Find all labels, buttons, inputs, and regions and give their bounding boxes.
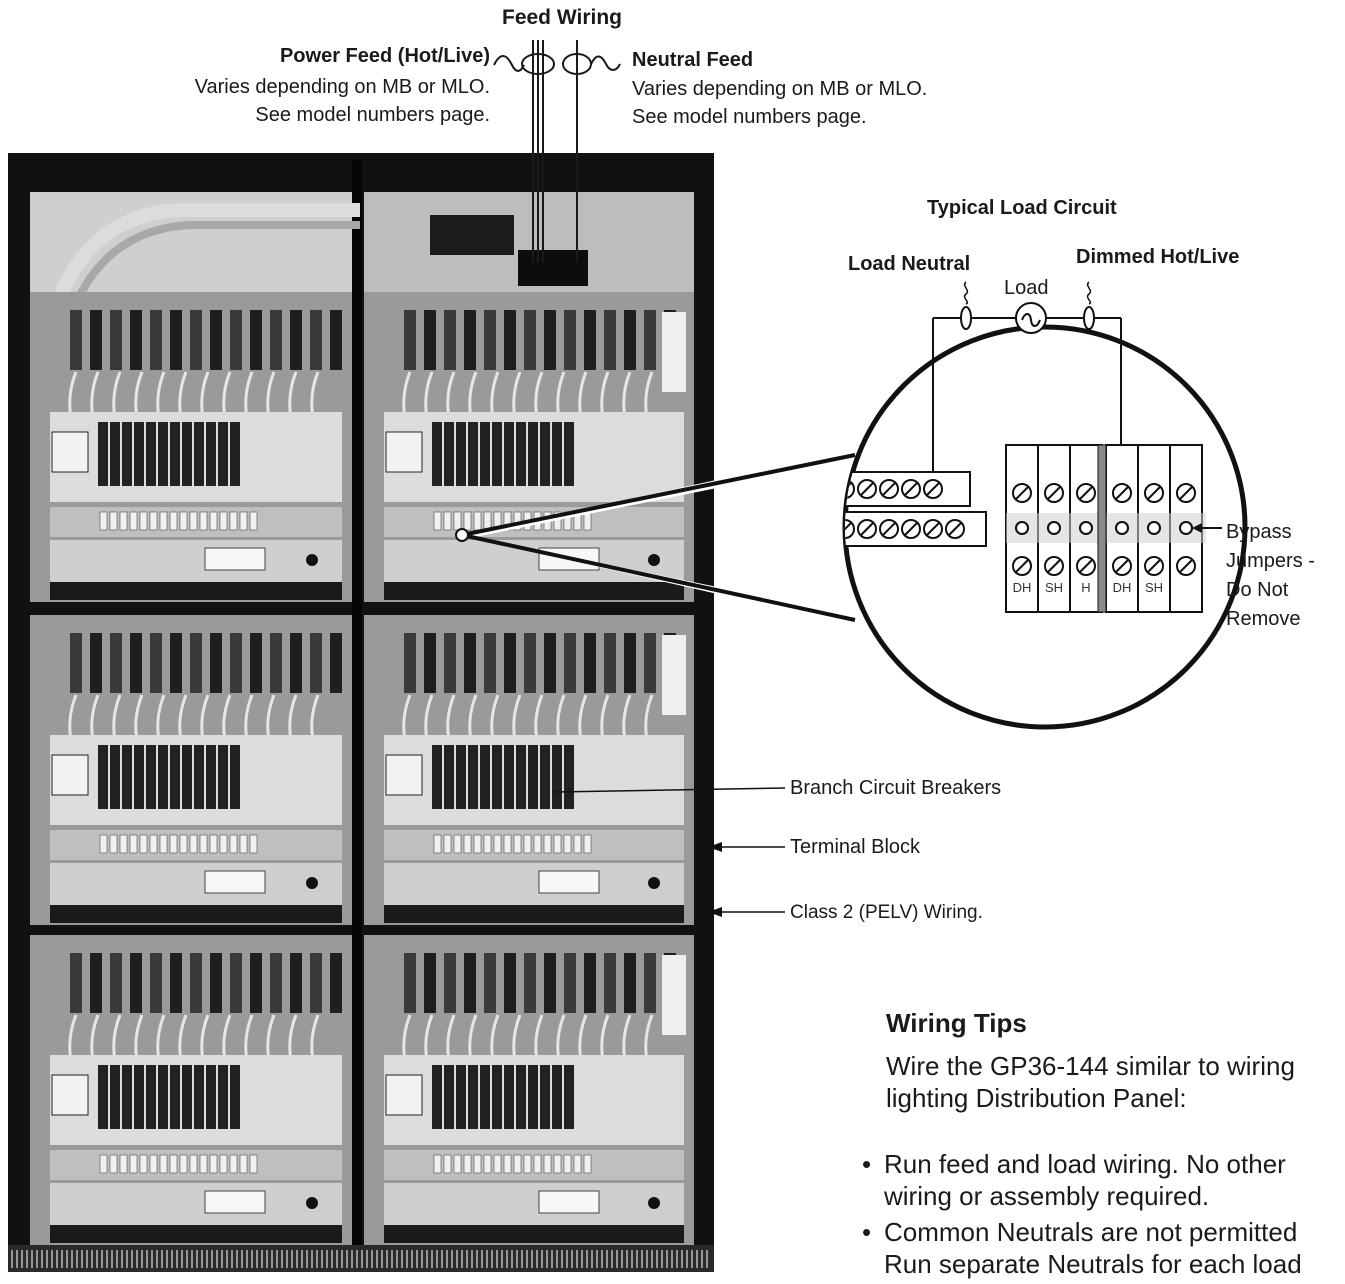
zoom-connector-lines: [455, 450, 856, 625]
bypass-line3: Do Not: [1226, 579, 1289, 601]
power-feed-line1: Varies depending on MB or MLO.: [194, 76, 490, 98]
dimmer-module-2-0: [30, 935, 352, 1245]
dimmer-module-1-0: [30, 615, 352, 925]
callout-leader-lines: [554, 787, 786, 913]
wiring-tips-intro: Wire the GP36-144 similar to wiring ligh…: [886, 1050, 1295, 1114]
terminal-label-1: SH: [1045, 580, 1063, 595]
typical-load-circuit-title: Typical Load Circuit: [927, 197, 1117, 219]
tip-2-line1: Common Neutrals are not permitted: [884, 1217, 1298, 1247]
class2-arrowhead: [708, 907, 722, 917]
terminal-label-2: H: [1081, 580, 1090, 595]
dimmed-hot-label: Dimmed Hot/Live: [1076, 246, 1240, 268]
dimmer-module-1-1: [364, 615, 694, 925]
feed-wires: [493, 40, 621, 262]
tip-item-2: Common Neutrals are not permitted Run se…: [862, 1216, 1302, 1280]
dimmer-module-2-1: [364, 935, 694, 1245]
tip-1-line2: wiring or assembly required.: [884, 1181, 1210, 1211]
terminal-detail-magnifier: DH SH H DH SH: [842, 281, 1248, 730]
terminal-label-4: SH: [1145, 580, 1163, 595]
bypass-line1: Bypass: [1226, 521, 1292, 543]
bypass-jumpers-label: Bypass Jumpers - Do Not Remove: [1226, 518, 1315, 634]
terminal-block-label: Terminal Block: [790, 836, 921, 858]
bypass-line2: Jumpers -: [1226, 550, 1315, 572]
tip-item-1: Run feed and load wiring. No other wirin…: [862, 1148, 1302, 1212]
neutral-feed-title: Neutral Feed: [632, 49, 754, 71]
power-feed-line2: See model numbers page.: [255, 104, 490, 126]
terminal-label-3: DH: [1113, 580, 1132, 595]
bypass-line4: Remove: [1226, 608, 1301, 630]
neutral-feed-line1: Varies depending on MB or MLO.: [632, 78, 928, 100]
neutral-feed-line2: See model numbers page.: [632, 106, 867, 128]
load-neutral-label: Load Neutral: [848, 253, 971, 275]
power-feed-title: Power Feed (Hot/Live): [279, 45, 490, 67]
tip-1-line1: Run feed and load wiring. No other: [884, 1149, 1286, 1179]
branch-circuit-breakers-label: Branch Circuit Breakers: [790, 777, 1002, 799]
load-label: Load: [1004, 277, 1049, 299]
dimmer-module-0-1: [364, 292, 694, 602]
intro-line2: lighting Distribution Panel:: [886, 1083, 1187, 1113]
wiring-tips-list: Run feed and load wiring. No other wirin…: [862, 1148, 1302, 1284]
dimmer-panel-cabinet: [8, 153, 714, 1272]
dimmer-module-0-0: [30, 292, 352, 602]
class2-wiring-label: Class 2 (PELV) Wiring.: [790, 902, 983, 923]
intro-line1: Wire the GP36-144 similar to wiring: [886, 1051, 1295, 1081]
tip-2-line2: Run separate Neutrals for each load: [884, 1249, 1302, 1279]
wiring-tips-title: Wiring Tips: [886, 1008, 1027, 1038]
feed-wiring-title: Feed Wiring: [502, 6, 622, 29]
terminal-block-arrowhead: [708, 842, 722, 852]
terminal-label-0: DH: [1013, 580, 1032, 595]
